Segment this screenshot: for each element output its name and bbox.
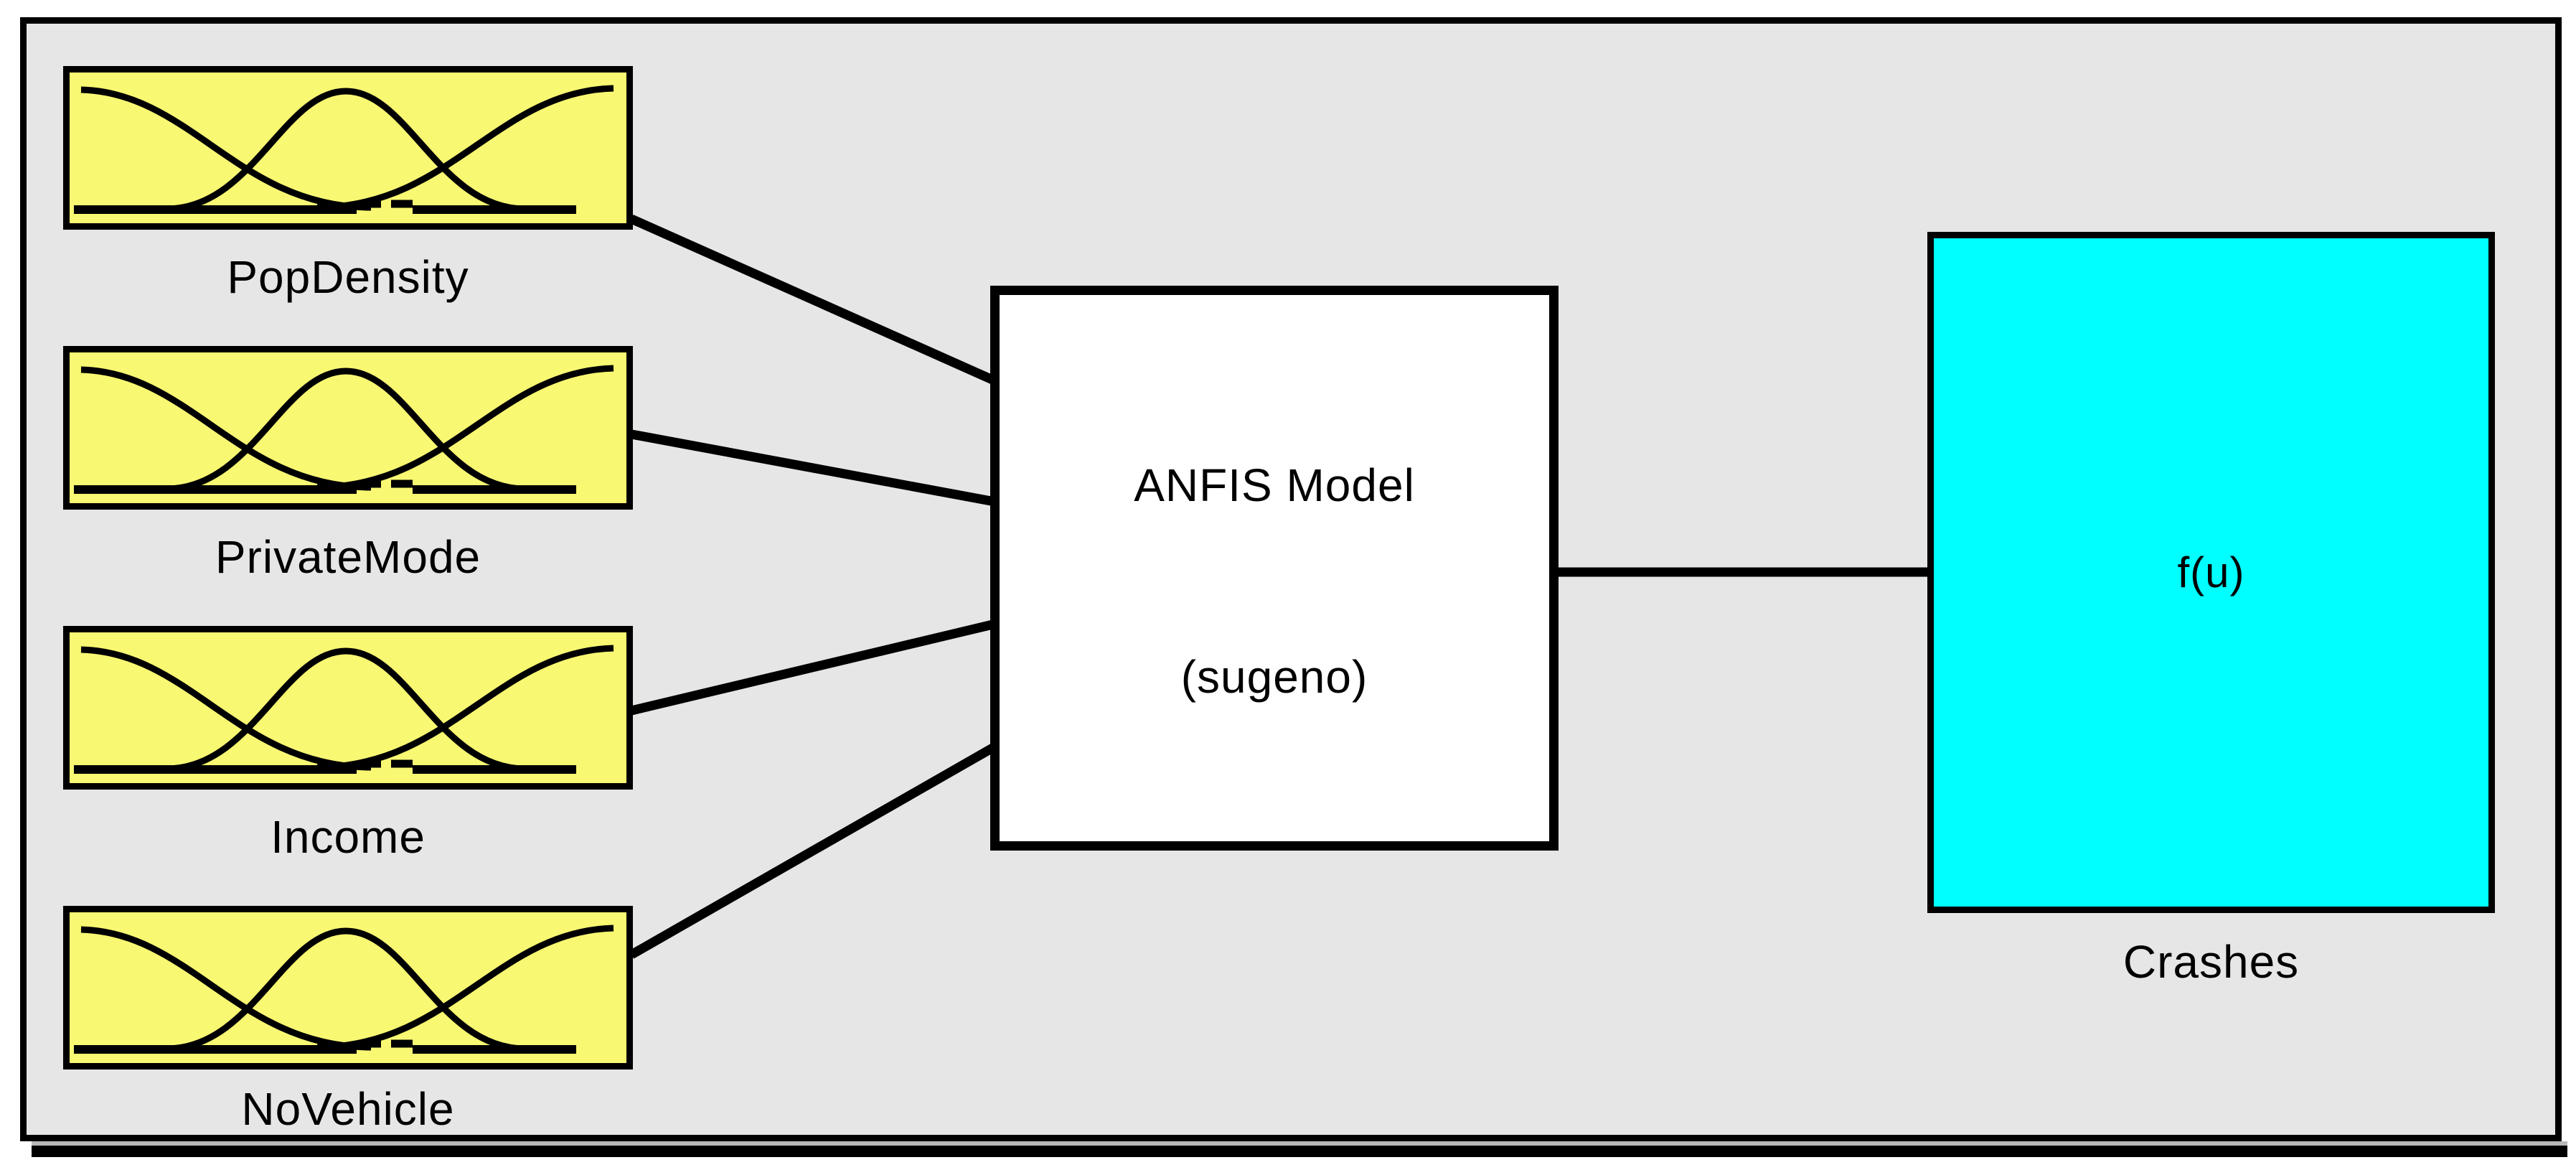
output-label: Crashes [2123,936,2300,988]
input-node-popdensity[interactable] [63,66,633,230]
output-node-crashes[interactable]: f(u) [1927,232,2495,913]
model-subtitle: (sugeno) [1180,651,1368,703]
input-label: PopDensity [227,251,469,303]
input-label: PrivateMode [215,531,481,583]
output-formula: f(u) [2177,548,2245,596]
input-node-income[interactable] [63,626,633,790]
input-node-novehicle[interactable] [63,906,633,1070]
anfis-model-node[interactable]: ANFIS Model (sugeno) [990,286,1559,851]
frame-shadow [32,1141,2567,1157]
membership-functions-icon [74,645,614,774]
input-label: Income [271,811,426,863]
input-label: NoVehicle [241,1083,455,1135]
membership-functions-icon [74,925,614,1054]
input-node-privatemode[interactable] [63,346,633,510]
model-title: ANFIS Model [1134,459,1415,511]
membership-functions-icon [74,365,614,494]
membership-functions-icon [74,85,614,214]
